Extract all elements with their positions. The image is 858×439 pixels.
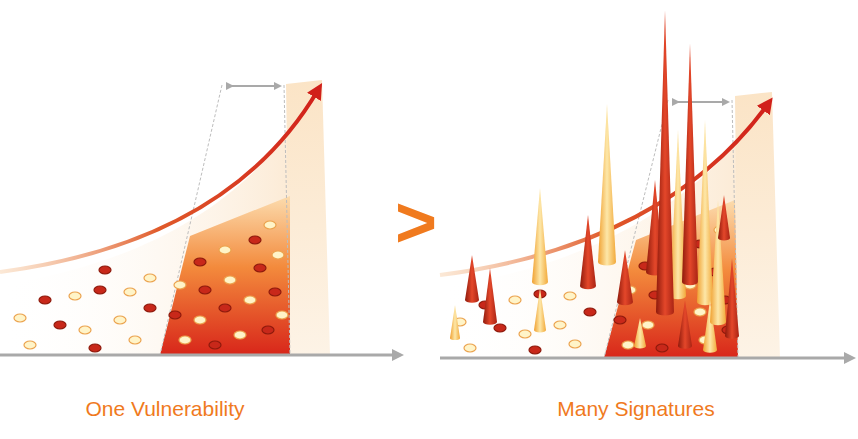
signature-spike bbox=[678, 300, 692, 349]
growth-curve bbox=[0, 90, 318, 272]
signature-dot bbox=[694, 308, 706, 316]
signature-dot bbox=[144, 304, 156, 312]
spike-cone bbox=[678, 300, 692, 349]
spike-cone bbox=[450, 305, 460, 340]
signature-dot bbox=[224, 276, 236, 284]
signature-dot bbox=[642, 321, 654, 329]
spike-cone bbox=[617, 250, 633, 305]
spike-cone bbox=[532, 188, 548, 285]
spike-cone bbox=[656, 10, 674, 316]
left-chart bbox=[0, 80, 398, 355]
signature-dot bbox=[54, 321, 66, 329]
signature-dot bbox=[219, 246, 231, 254]
signature-dot bbox=[264, 221, 276, 229]
signature-dot bbox=[464, 344, 476, 352]
signature-dot bbox=[509, 296, 521, 304]
signature-dot bbox=[254, 264, 266, 272]
signature-spike bbox=[580, 215, 596, 289]
signature-dot bbox=[89, 344, 101, 352]
width-arrow bbox=[676, 101, 726, 103]
signature-spike bbox=[617, 250, 633, 305]
signature-dot bbox=[194, 258, 206, 266]
comparison-sign: > bbox=[395, 186, 437, 258]
signature-spike bbox=[450, 305, 460, 340]
signature-dot bbox=[244, 296, 256, 304]
spike-cone bbox=[483, 268, 497, 325]
spike-cone bbox=[534, 288, 546, 332]
signature-dot bbox=[584, 308, 596, 316]
signature-dot bbox=[622, 341, 634, 349]
signature-spike bbox=[682, 44, 698, 285]
signature-dot bbox=[129, 336, 141, 344]
width-arrow bbox=[230, 85, 278, 87]
spike-cone bbox=[465, 255, 479, 303]
window-edge bbox=[160, 85, 222, 355]
signature-dot bbox=[276, 311, 288, 319]
signature-dot bbox=[564, 292, 576, 300]
signature-dot bbox=[269, 288, 281, 296]
signature-dot bbox=[219, 304, 231, 312]
signature-dot bbox=[494, 324, 506, 332]
wedge bbox=[735, 92, 780, 358]
signature-spike bbox=[598, 104, 616, 266]
axis bbox=[440, 357, 850, 360]
signature-spike bbox=[718, 195, 730, 240]
area-under-curve bbox=[0, 84, 322, 355]
spike-cone bbox=[718, 195, 730, 240]
signature-dot bbox=[249, 236, 261, 244]
signature-dot bbox=[169, 311, 181, 319]
signature-spike bbox=[697, 120, 713, 305]
signature-spike bbox=[634, 318, 646, 348]
signature-dot bbox=[272, 251, 284, 259]
signature-dot bbox=[569, 340, 581, 348]
signature-dot bbox=[39, 296, 51, 304]
signature-dot bbox=[656, 344, 668, 352]
signature-dot bbox=[529, 346, 541, 354]
spike-cone bbox=[697, 120, 713, 305]
signature-dot bbox=[99, 266, 111, 274]
signature-dot bbox=[69, 292, 81, 300]
signature-dot bbox=[614, 316, 626, 324]
area-under-curve bbox=[440, 98, 772, 358]
signature-dot bbox=[199, 286, 211, 294]
signature-dot bbox=[174, 281, 186, 289]
panel-caption: Many Signatures bbox=[557, 398, 715, 419]
signature-spike bbox=[465, 255, 479, 303]
signature-spike bbox=[725, 258, 739, 339]
signature-spike bbox=[483, 268, 497, 325]
signature-dot bbox=[79, 326, 91, 334]
signature-spike bbox=[656, 10, 674, 316]
signature-spike bbox=[534, 288, 546, 332]
spike-cone bbox=[725, 258, 739, 339]
signature-dot bbox=[114, 316, 126, 324]
signature-spike bbox=[532, 188, 548, 285]
signature-dot bbox=[124, 288, 136, 296]
signature-dot bbox=[179, 336, 191, 344]
spike-cone bbox=[598, 104, 616, 266]
signature-dot bbox=[262, 326, 274, 334]
spike-cone bbox=[580, 215, 596, 289]
signature-dot bbox=[14, 314, 26, 322]
signature-dot bbox=[209, 341, 221, 349]
signature-dot bbox=[194, 316, 206, 324]
signature-dot bbox=[24, 341, 36, 349]
signature-dot bbox=[94, 286, 106, 294]
spike-cone bbox=[682, 44, 698, 285]
panel-caption: One Vulnerability bbox=[85, 398, 244, 419]
wedge bbox=[286, 80, 330, 355]
right-chart bbox=[440, 10, 850, 358]
signature-dot bbox=[234, 331, 246, 339]
axis bbox=[0, 354, 398, 357]
signature-dot bbox=[554, 321, 566, 329]
signature-dot bbox=[519, 330, 531, 338]
spike-cone bbox=[634, 318, 646, 348]
signature-dot bbox=[144, 274, 156, 282]
